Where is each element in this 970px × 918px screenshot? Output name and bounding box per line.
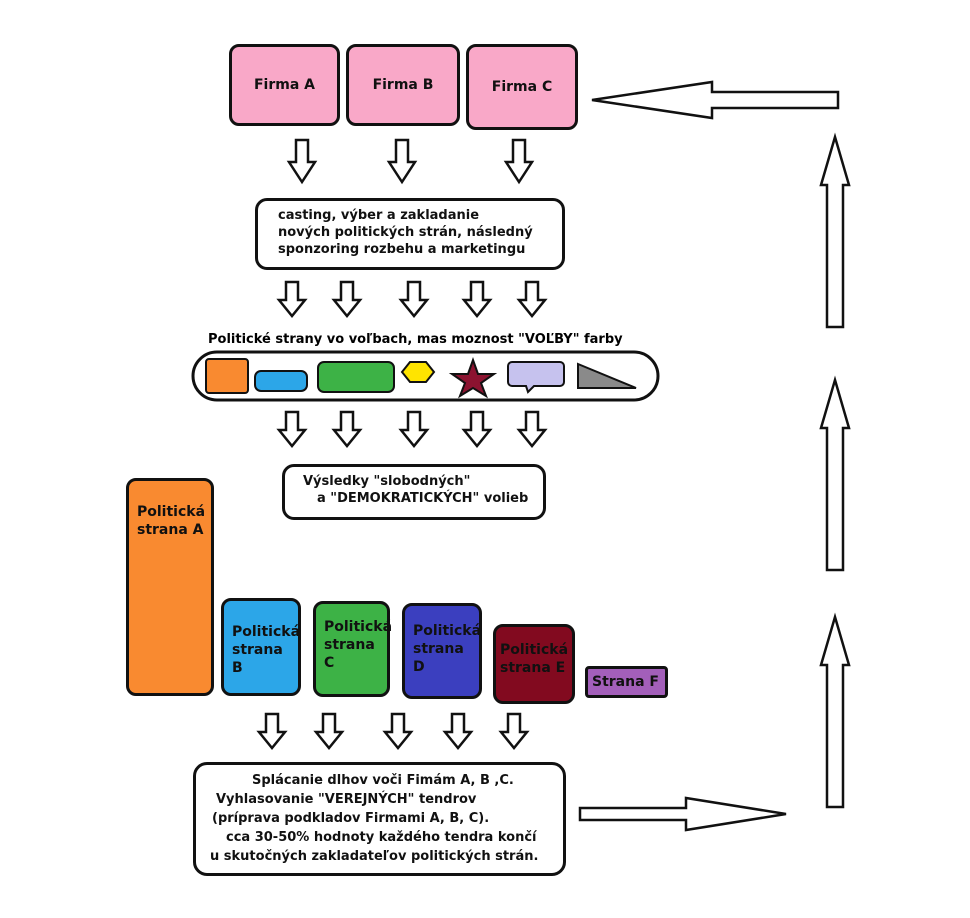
firm-a-label: Firma A — [253, 77, 315, 93]
down-arrow — [443, 712, 473, 750]
party-c-label: Politická — [324, 619, 393, 635]
party-f-bar: Strana F — [585, 666, 668, 698]
party-e-label: strana E — [500, 660, 566, 676]
legend-gray-triangle — [577, 362, 637, 389]
casting-line: nových politických strán, následný — [278, 225, 533, 240]
party-e-label: Politická — [500, 642, 569, 658]
down-arrow — [287, 138, 317, 184]
party-b-bar: Politická strana B — [221, 598, 301, 696]
down-arrow — [399, 410, 429, 448]
firm-a-box: Firma A — [229, 44, 340, 126]
party-d-bar: Politická strana D — [402, 603, 482, 699]
down-arrow — [277, 280, 307, 318]
down-arrow — [332, 410, 362, 448]
party-b-label: strana B — [232, 642, 283, 676]
tender-line: Splácanie dlhov voči Fimám A, B ,C. — [252, 773, 514, 788]
down-arrow — [399, 280, 429, 318]
left-arrow — [591, 80, 840, 120]
party-f-label: Strana F — [592, 674, 659, 690]
firm-b-box: Firma B — [346, 44, 460, 126]
party-a-label: Politická — [137, 504, 206, 520]
party-d-label: strana D — [413, 641, 464, 675]
party-e-bar: Politická strana E — [493, 624, 575, 704]
firm-b-label: Firma B — [372, 77, 434, 93]
casting-box: casting, výber a zakladanie nových polit… — [255, 198, 565, 270]
tender-line: Vyhlasovanie "VEREJNÝCH" tendrov — [216, 792, 477, 807]
legend-green-rect — [317, 361, 395, 393]
down-arrow — [383, 712, 413, 750]
down-arrow — [504, 138, 534, 184]
up-arrow — [819, 378, 851, 572]
tender-box: Splácanie dlhov voči Fimám A, B ,C. Vyhl… — [193, 762, 566, 876]
party-a-bar: Politická strana A — [126, 478, 214, 696]
right-arrow — [578, 796, 787, 832]
down-arrow — [499, 712, 529, 750]
down-arrow — [332, 280, 362, 318]
tender-line: u skutočných zakladateľov politických st… — [210, 849, 539, 864]
up-arrow — [819, 135, 851, 329]
down-arrow — [462, 410, 492, 448]
elections-title: Politické strany vo voľbach, mas moznost… — [208, 332, 623, 347]
down-arrow — [387, 138, 417, 184]
legend-red-star-icon — [448, 357, 498, 399]
party-c-label: strana C — [324, 637, 375, 671]
down-arrow — [462, 280, 492, 318]
results-line: a "DEMOKRATICKÝCH" volieb — [317, 491, 529, 506]
down-arrow — [314, 712, 344, 750]
down-arrow — [517, 410, 547, 448]
down-arrow — [517, 280, 547, 318]
results-line: Výsledky "slobodných" — [303, 474, 471, 489]
down-arrow — [277, 410, 307, 448]
legend-lavender-speech-bubble — [507, 361, 565, 394]
firm-c-box: Firma C — [466, 44, 578, 130]
casting-line: sponzoring rozbehu a marketingu — [278, 242, 526, 257]
party-c-bar: Politická strana C — [313, 601, 393, 697]
up-arrow — [819, 615, 851, 809]
legend-yellow-hexagon — [400, 361, 436, 383]
tender-line: (príprava podkladov Firmami A, B, C). — [212, 811, 490, 826]
tender-line: cca 30-50% hodnoty každého tendra končí — [226, 830, 537, 845]
casting-line: casting, výber a zakladanie — [278, 208, 480, 223]
party-d-label: Politická — [413, 623, 482, 639]
party-a-label: strana A — [137, 522, 204, 538]
party-b-label: Politická — [232, 624, 301, 640]
legend-blue-rect — [254, 370, 308, 392]
results-box: Výsledky "slobodných" a "DEMOKRATICKÝCH"… — [282, 464, 546, 520]
firm-c-label: Firma C — [491, 79, 553, 95]
legend-orange-square — [205, 358, 249, 394]
down-arrow — [257, 712, 287, 750]
